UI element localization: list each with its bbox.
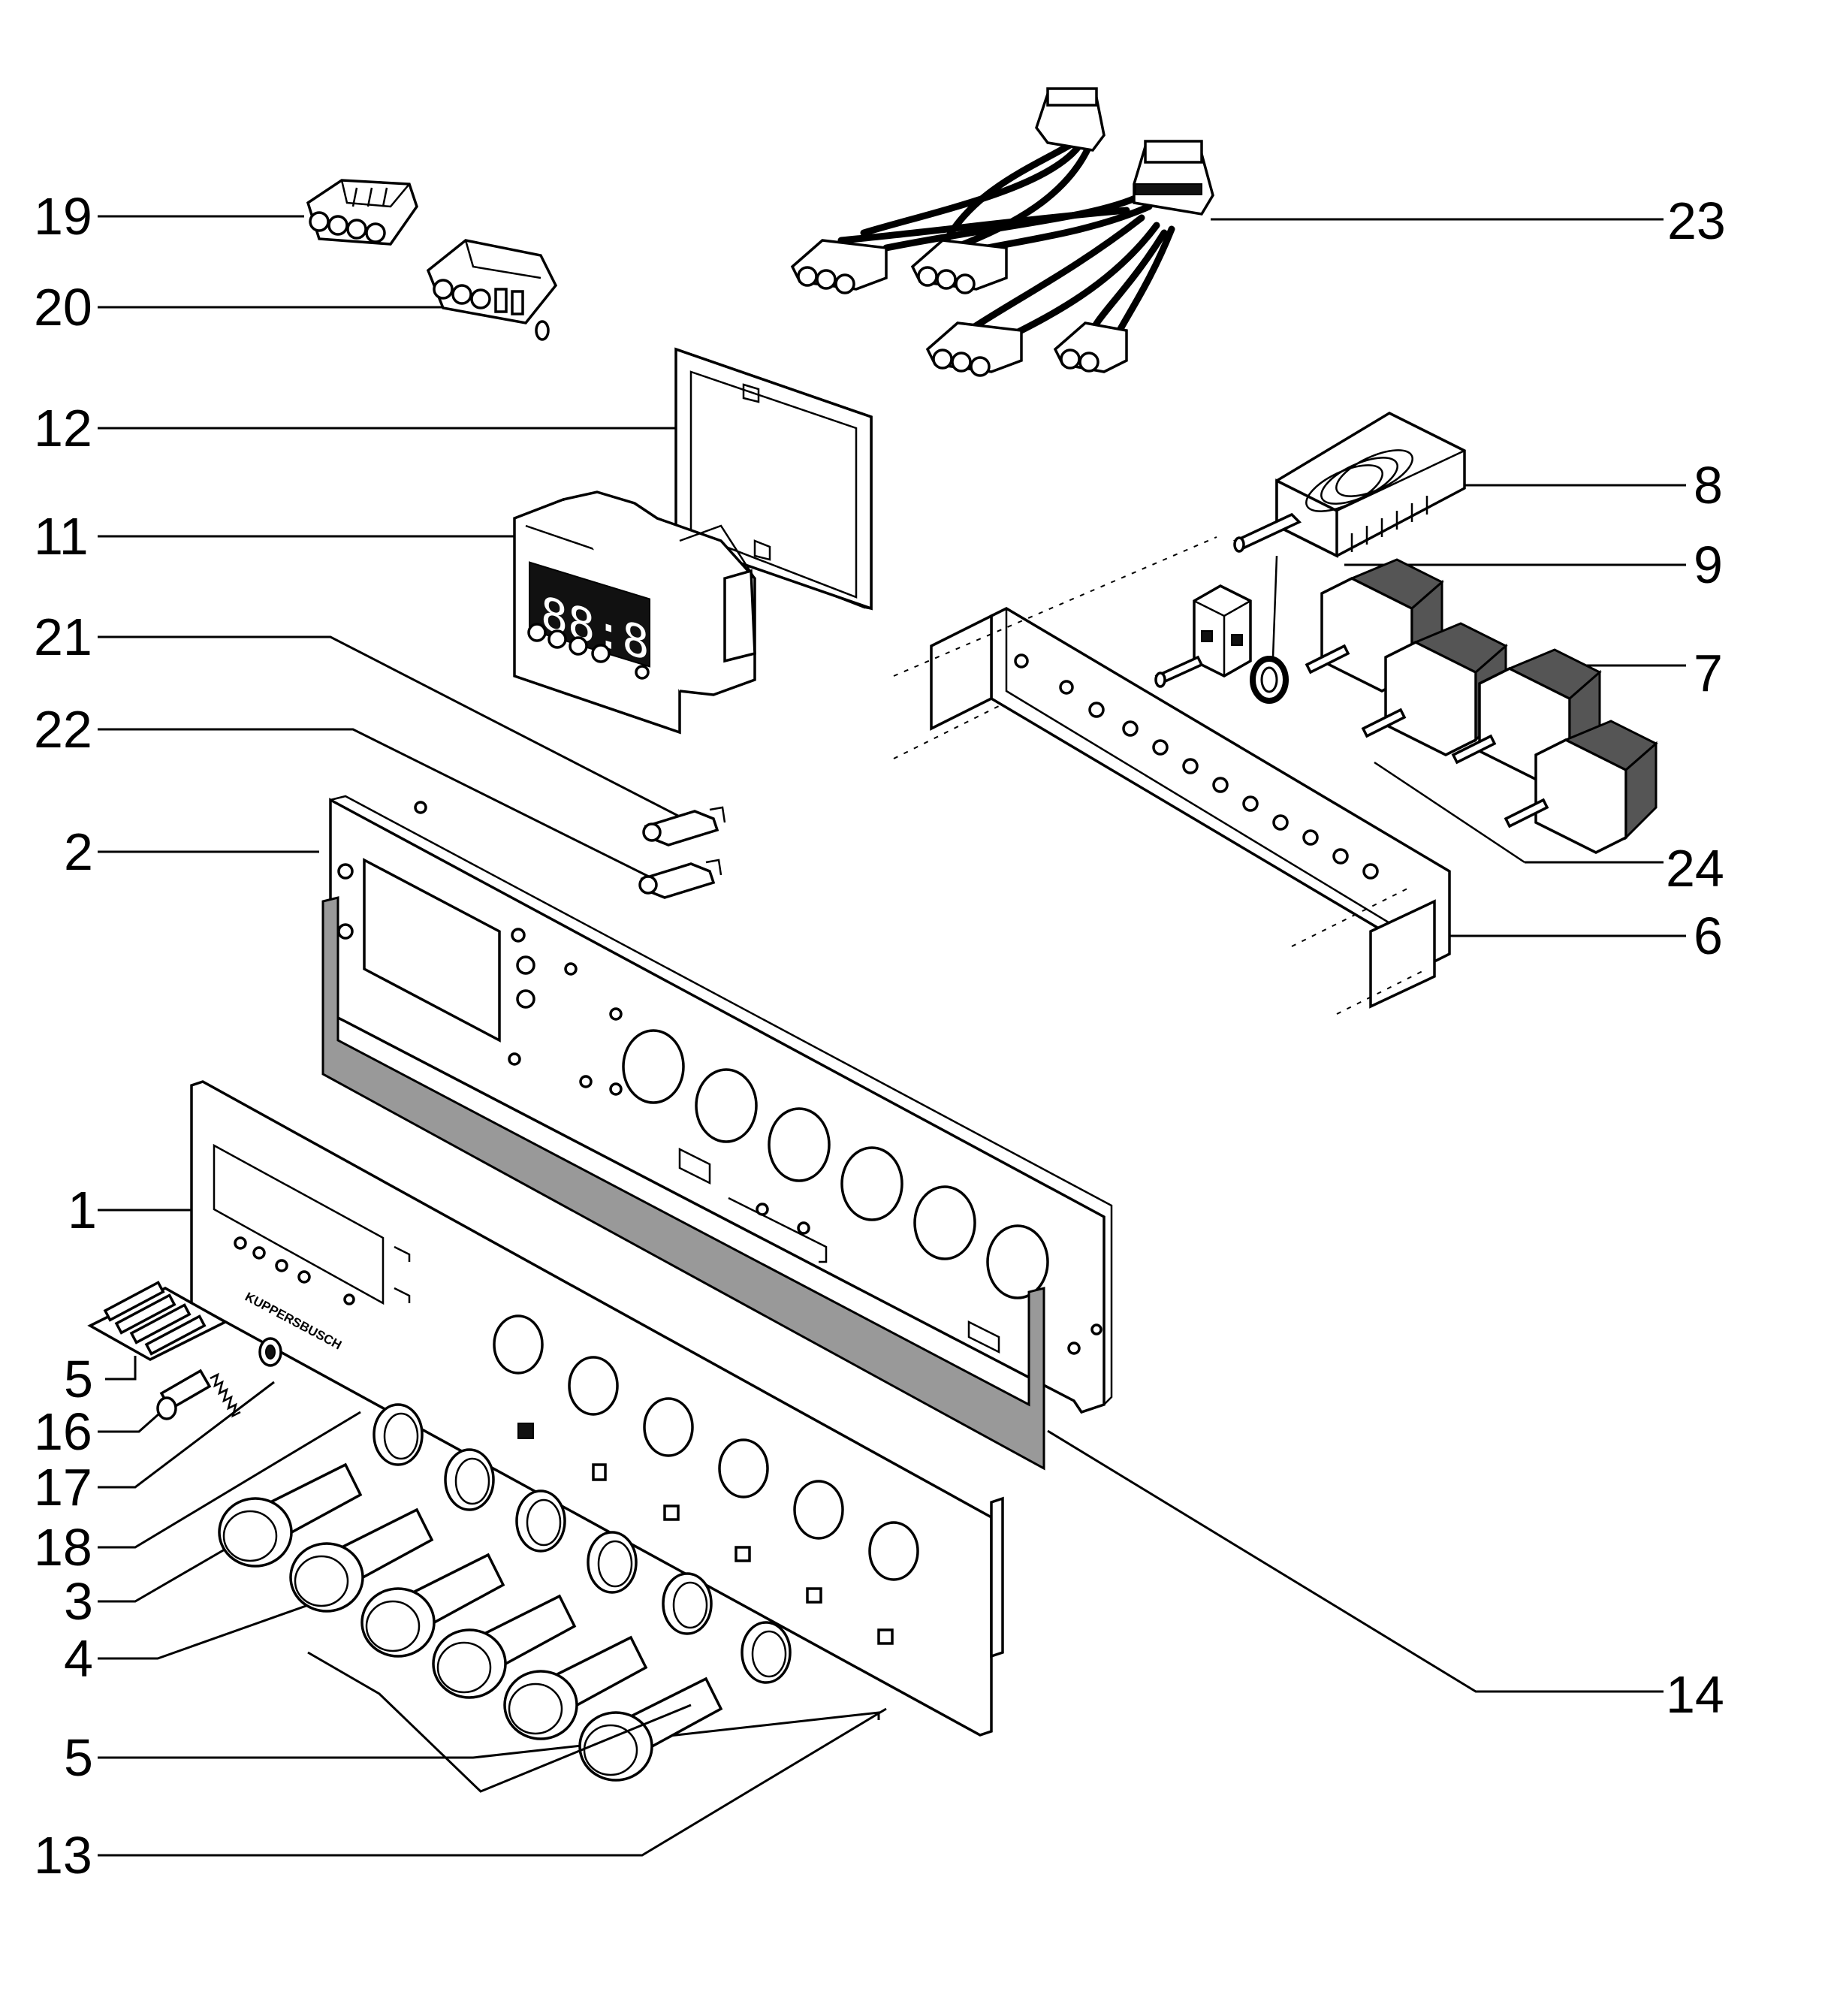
connector-20 — [426, 239, 558, 341]
control-knobs — [218, 1462, 723, 1793]
fuse-board-5 — [87, 1281, 228, 1361]
bracket-holes — [1014, 653, 1379, 880]
callout-16: 16 — [34, 1402, 92, 1461]
callout-6: 6 — [1694, 907, 1723, 965]
callout-9: 9 — [1694, 536, 1723, 594]
callout-5-bottom: 5 — [64, 1728, 93, 1787]
callout-11: 11 — [34, 507, 89, 566]
leader-lines — [98, 215, 1686, 1857]
callout-21: 21 — [34, 608, 92, 666]
callout-20: 20 — [34, 278, 92, 337]
callout-3: 3 — [64, 1572, 93, 1631]
callout-2: 2 — [64, 822, 93, 881]
timer-clock-11: 88:88 — [513, 490, 756, 735]
fuse-holder-21 — [642, 806, 726, 847]
knob-3 — [218, 1462, 363, 1568]
callout-5-top: 5 — [64, 1350, 93, 1408]
callout-17: 17 — [34, 1458, 92, 1517]
spring-17 — [210, 1372, 241, 1418]
selector-switch-8 — [1232, 412, 1466, 558]
callout-19: 19 — [34, 187, 92, 246]
knob-5d — [578, 1676, 723, 1782]
callout-8: 8 — [1694, 456, 1723, 515]
callout-23: 23 — [1667, 192, 1726, 250]
inner-panel-2 — [329, 795, 1113, 1414]
gasket-14 — [321, 896, 1045, 1471]
part-16 — [156, 1369, 212, 1420]
knob-4 — [289, 1507, 434, 1613]
indicator-lamp-18 — [258, 1337, 282, 1367]
fuse-holder-22 — [638, 859, 722, 899]
knob-5a — [360, 1553, 505, 1658]
knob-5b — [432, 1594, 577, 1699]
callout-24: 24 — [1666, 839, 1724, 898]
callout-18: 18 — [34, 1518, 92, 1577]
callout-12: 12 — [34, 399, 92, 457]
energy-regulator-24 — [1374, 720, 1658, 864]
callout-7: 7 — [1694, 644, 1723, 702]
callout-13: 13 — [34, 1826, 92, 1885]
mounting-bracket-6 — [893, 536, 1451, 1015]
knob-5c — [503, 1635, 648, 1740]
connector-19 — [306, 179, 418, 246]
callout-labels-right: 23 8 9 7 24 6 14 — [1666, 192, 1726, 1724]
callout-14: 14 — [1666, 1665, 1724, 1724]
callout-1: 1 — [68, 1181, 97, 1239]
callout-22: 22 — [34, 700, 92, 759]
wiring-harness-23 — [790, 87, 1214, 377]
callout-4: 4 — [64, 1629, 93, 1688]
callout-labels-left: 19 20 12 11 21 22 2 1 5 16 17 18 3 4 5 1… — [34, 187, 97, 1885]
bezel-rings-13 — [373, 1403, 792, 1684]
thermostat-9 — [1154, 555, 1289, 704]
front-panel-1: KUPPERSBUSCH — [190, 1080, 1004, 1737]
